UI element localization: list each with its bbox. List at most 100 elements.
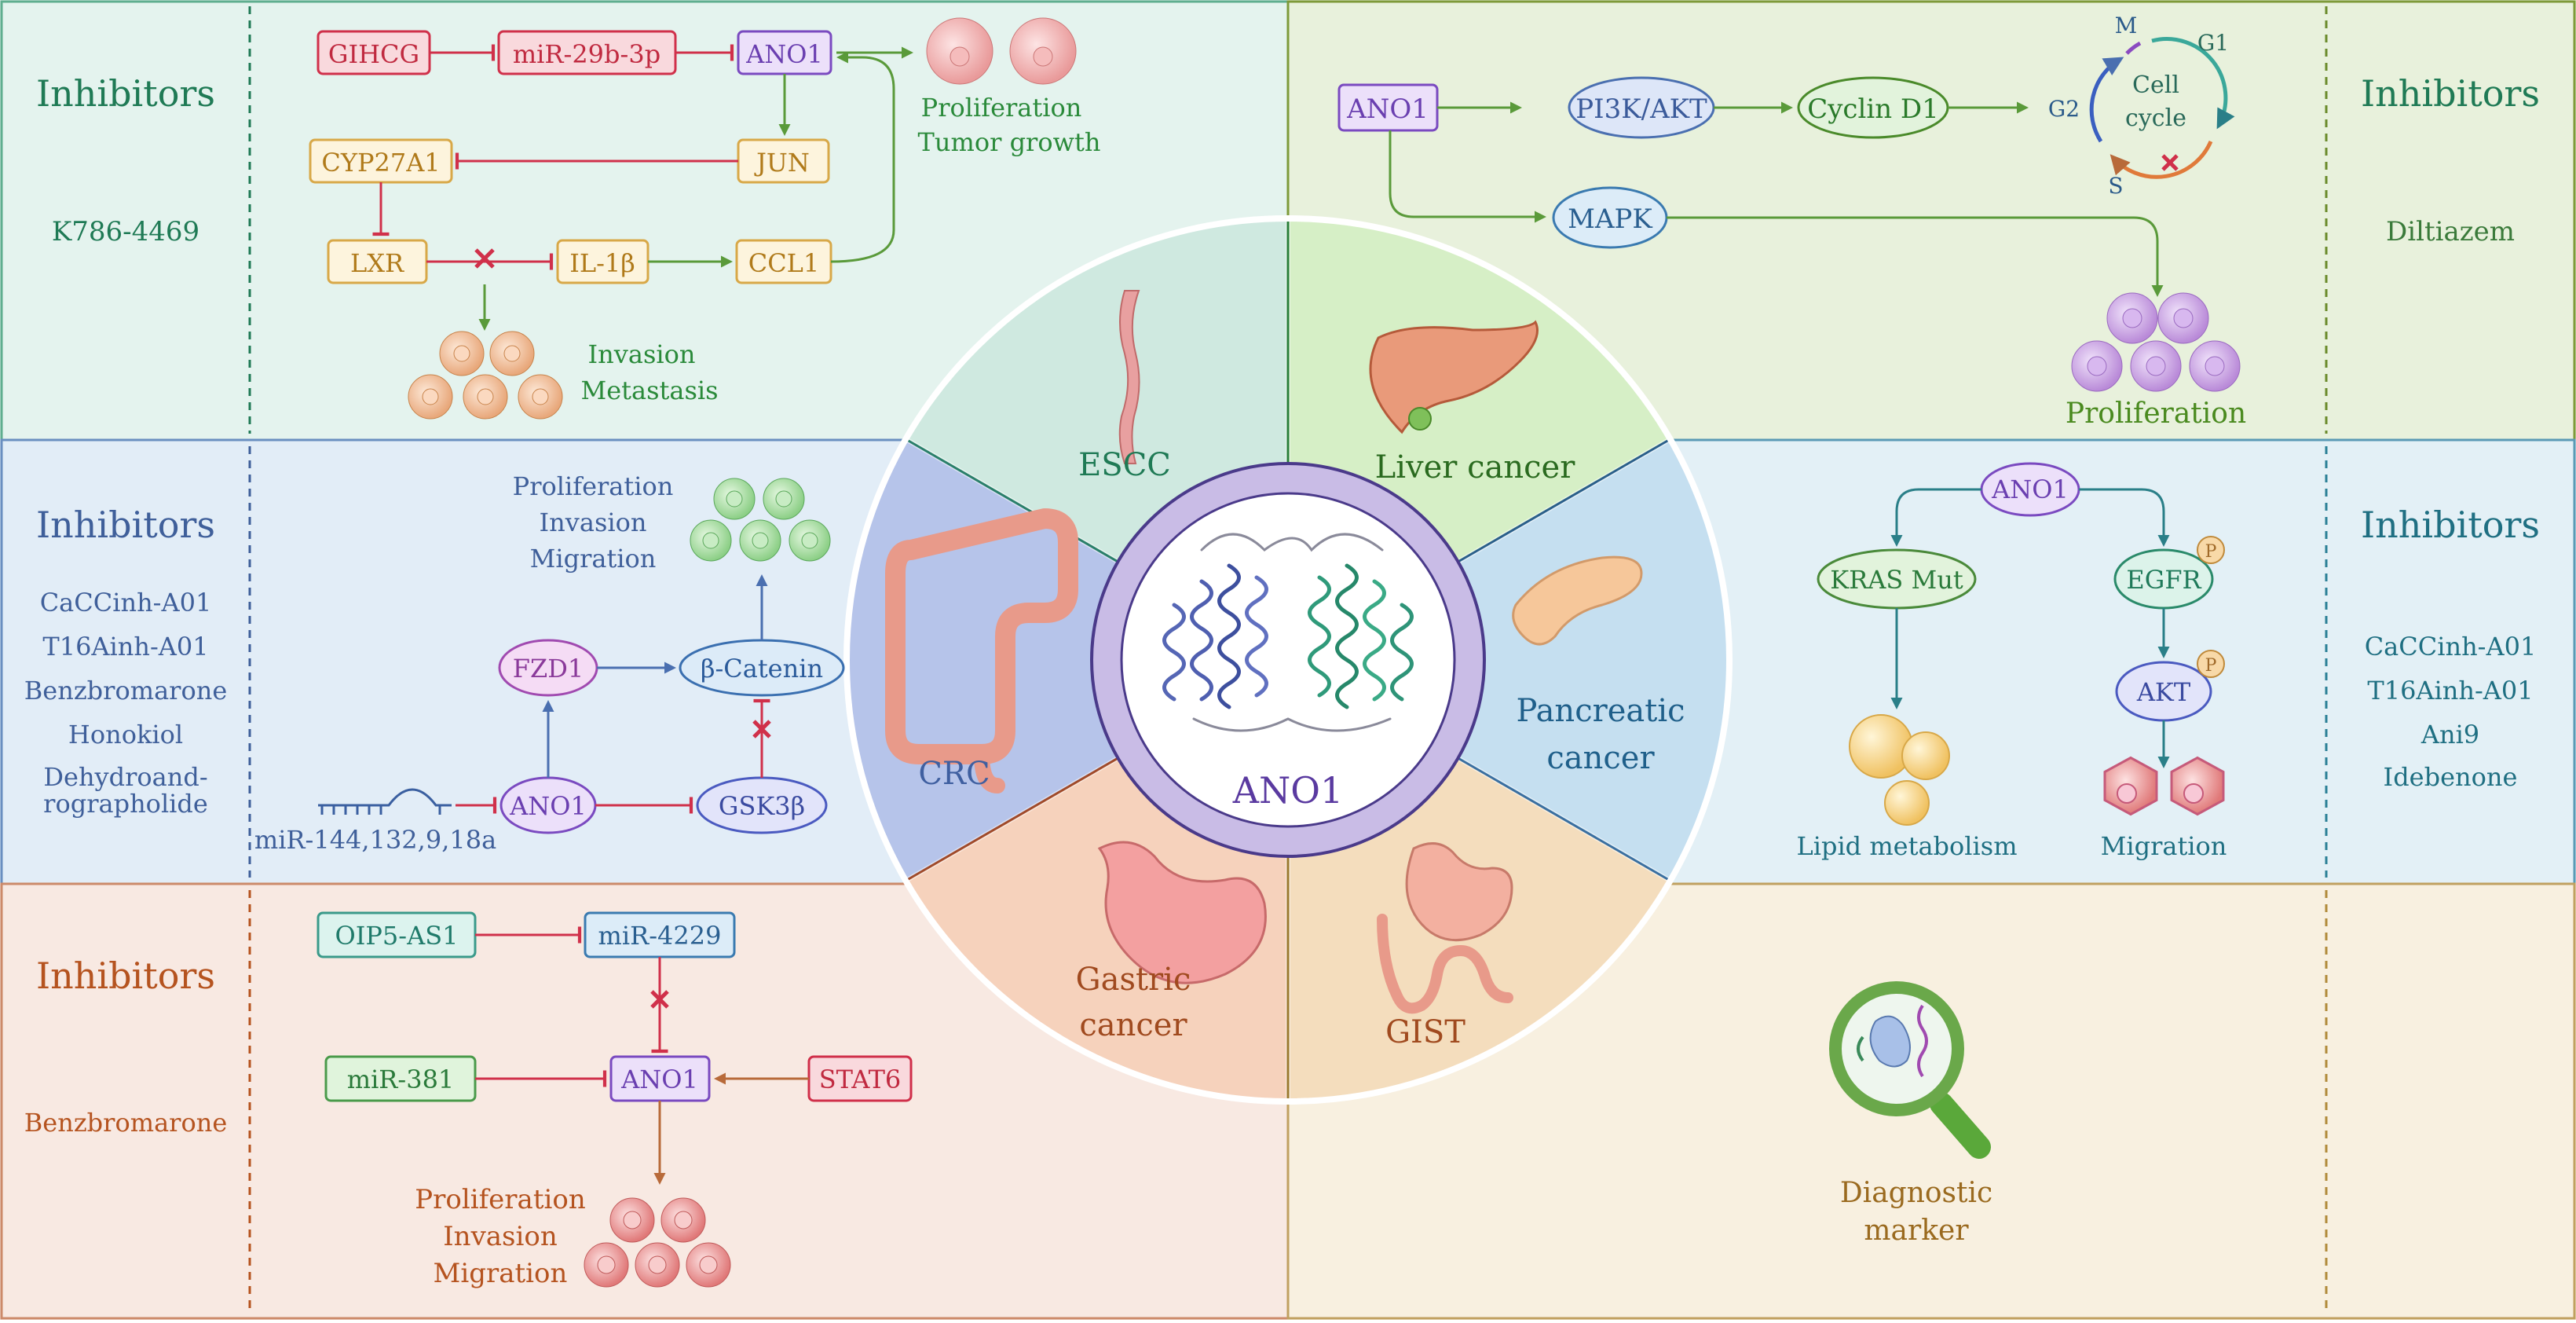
escc-panel: Inhibitors K786-4469 GIHCG miR-29b-3p AN… (36, 17, 1101, 420)
pancreas-icon (1512, 555, 1643, 646)
crc-outcome-2: Invasion (540, 508, 647, 537)
segment-label-gist: GIST (1385, 1014, 1465, 1050)
escc-inhibitor: K786-4469 (52, 216, 199, 247)
phospho-badge-egfr (2197, 536, 2225, 564)
segment-label-pancreatic-1: Pancreatic (1516, 693, 1685, 729)
mirna-hairpin-icon (318, 788, 452, 815)
pancreatic-inhibitor-2: T16Ainh-A01 (2367, 676, 2533, 705)
segment-label-gastric-1: Gastric (1076, 962, 1191, 998)
gist-outcome-2: marker (1864, 1215, 1969, 1247)
liver-icon (1369, 320, 1539, 434)
crc-inhibitor-5a: Dehydroand- (43, 762, 207, 792)
segment-crc[interactable] (847, 440, 1288, 880)
escc-outcome-bottom-2: Metastasis (580, 376, 718, 405)
liver-inhibitor: Diltiazem (2386, 216, 2515, 247)
gi-tract-icon (1405, 842, 1513, 942)
svg-text:CYP27A1: CYP27A1 (321, 148, 440, 178)
crc-mirna: miR-144,132,9,18a (254, 825, 496, 855)
liver-inhibitors-title: Inhibitors (2361, 72, 2540, 115)
colon-icon (885, 508, 1078, 764)
crc-inhibitor-3: Benzbromarone (24, 676, 228, 705)
gastric-outcome-1: Proliferation (415, 1184, 585, 1215)
escc-outcome-bottom-1: Invasion (588, 339, 696, 369)
crc-outcome-3: Migration (530, 544, 657, 574)
pancreatic-inhibitor-1: CaCCinh-A01 (2365, 632, 2537, 662)
svg-text:JUN: JUN (754, 148, 810, 178)
svg-text:ANO1: ANO1 (745, 39, 823, 69)
magnifier-icon (1829, 981, 1991, 1159)
pancreatic-panel: Inhibitors CaCCinh-A01 T16Ainh-A01 Ani9 … (1796, 462, 2540, 861)
cell-cycle-icon (2089, 37, 2235, 179)
svg-text:ANO1: ANO1 (1346, 93, 1429, 125)
pancreatic-inhibitors-title: Inhibitors (2361, 504, 2540, 546)
segment-label-escc: ESCC (1078, 447, 1171, 483)
esophagus-icon (1118, 290, 1140, 464)
liver-panel: Inhibitors Diltiazem ANO1 PI3K/AKT Cycli… (1337, 13, 2540, 430)
escc-outcome-top-2: Tumor growth (918, 127, 1101, 157)
svg-text:miR-381: miR-381 (347, 1065, 455, 1094)
proliferation-cells-liver (2071, 292, 2241, 392)
pancreatic-inhibitor-4: Idebenone (2384, 762, 2518, 792)
svg-text:STAT6: STAT6 (819, 1065, 902, 1094)
svg-text:OIP5-AS1: OIP5-AS1 (335, 921, 459, 951)
svg-text:ANO1: ANO1 (509, 791, 587, 821)
svg-text:P: P (2205, 656, 2217, 676)
gist-panel: Diagnostic marker (1829, 981, 1992, 1247)
gallbladder-icon (1408, 407, 1432, 431)
svg-text:β-Catenin: β-Catenin (701, 654, 823, 683)
phospho-badge-akt (2197, 650, 2225, 678)
proliferation-cells-escc (926, 17, 1077, 85)
segment-label-liver: Liver cancer (1375, 449, 1576, 486)
segment-label-pancreatic-2: cancer (1546, 740, 1655, 776)
escc-outcome-top-1: Proliferation (921, 93, 1082, 123)
gastric-panel: Inhibitors Benzbromarone OIP5-AS1 miR-42… (24, 911, 913, 1289)
gastric-inhibitor: Benzbromarone (24, 1108, 228, 1138)
svg-text:CCL1: CCL1 (748, 248, 820, 278)
svg-text:FZD1: FZD1 (513, 654, 584, 683)
pancreatic-inhibitor-3: Ani9 (2420, 720, 2479, 749)
segment-label-crc: CRC (918, 756, 990, 792)
segment-label-gastric-2: cancer (1079, 1007, 1187, 1043)
phase-s: S (2108, 173, 2123, 199)
crc-panel: Inhibitors CaCCinh-A01 T16Ainh-A01 Benzb… (24, 471, 845, 855)
svg-text:AKT: AKT (2136, 677, 2191, 707)
crc-inhibitor-2: T16Ainh-A01 (42, 632, 208, 662)
svg-text:EGFR: EGFR (2126, 565, 2201, 595)
svg-text:MAPK: MAPK (1568, 203, 1652, 235)
pancreatic-outcome-right: Migration (2101, 831, 2227, 861)
gastric-outcome-3: Migration (434, 1258, 568, 1289)
phase-g1: G1 (2197, 30, 2229, 56)
svg-text:KRAS Mut: KRAS Mut (1830, 565, 1963, 595)
pancreatic-outcome-left: Lipid metabolism (1796, 831, 2017, 861)
svg-text:ANO1: ANO1 (1991, 475, 2069, 504)
center-pie: ANO1 ESCC Liver cancer Pancreatic cancer… (843, 215, 1733, 1105)
svg-text:ANO1: ANO1 (620, 1065, 698, 1094)
migration-cells-icon (2103, 756, 2225, 816)
lipid-droplets-icon (1849, 714, 1950, 826)
crc-outcome-1: Proliferation (513, 471, 674, 501)
svg-text:IL-1β: IL-1β (569, 248, 635, 278)
crc-inhibitors-title: Inhibitors (36, 504, 215, 546)
cell-cycle-label-1: Cell (2132, 71, 2179, 99)
invasion-cells-escc (408, 331, 563, 420)
proliferation-cells-crc (690, 478, 831, 562)
gastric-outcome-2: Invasion (443, 1221, 558, 1252)
svg-text:miR-29b-3p: miR-29b-3p (513, 39, 660, 69)
phase-g2: G2 (2048, 96, 2080, 122)
svg-text:GIHCG: GIHCG (328, 39, 419, 69)
center-label: ANO1 (1232, 769, 1343, 812)
stomach-icon (1097, 841, 1267, 984)
gastric-inhibitors-title: Inhibitors (36, 955, 215, 997)
escc-inhibitors-title: Inhibitors (36, 72, 215, 115)
svg-text:miR-4229: miR-4229 (598, 921, 722, 951)
ano1-protein-icon (1162, 533, 1414, 732)
segment-pancreatic[interactable] (1288, 440, 1729, 880)
svg-text:LXR: LXR (350, 248, 404, 278)
liver-outcome: Proliferation (2066, 398, 2246, 430)
crc-inhibitor-4: Honokiol (68, 720, 183, 749)
svg-text:GSK3β: GSK3β (719, 791, 805, 821)
crc-inhibitor-1: CaCCinh-A01 (40, 588, 212, 618)
gist-outcome-1: Diagnostic (1840, 1177, 1992, 1209)
